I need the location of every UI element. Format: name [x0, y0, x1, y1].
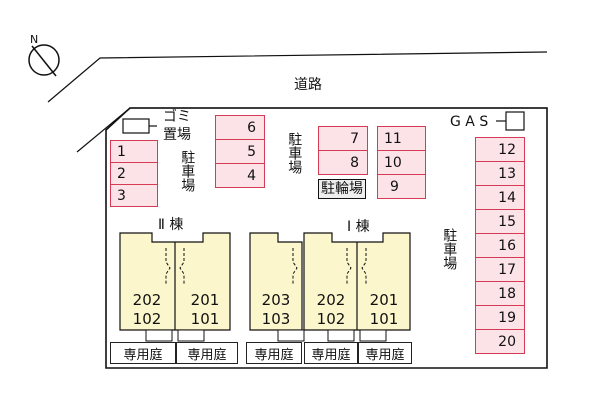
private-garden-5: 専用庭 [358, 342, 412, 364]
gas-label: G A S [450, 114, 489, 130]
private-garden-3: 専用庭 [246, 342, 302, 364]
building-2-label: Ⅱ 棟 [158, 217, 184, 233]
parking-label-center: 駐車場 [286, 132, 303, 174]
parking-slot-12: 12 [475, 137, 525, 162]
parking-slot-7: 7 [318, 126, 368, 151]
parking-slot-15: 15 [475, 209, 525, 234]
parking-slot-4: 4 [215, 163, 265, 188]
parking-slot-18: 18 [475, 281, 525, 306]
private-garden-4: 専用庭 [304, 342, 358, 364]
building-1-label: Ⅰ 棟 [347, 219, 370, 235]
garbage-box-icon [122, 118, 150, 134]
parking-slot-19: 19 [475, 305, 525, 330]
private-garden-2: 専用庭 [176, 342, 238, 364]
garbage-label-line1: ゴミ [163, 109, 191, 125]
parking-slot-11: 11 [377, 126, 426, 151]
porch-boxes [145, 329, 387, 342]
parking-label-right: 駐車場 [441, 228, 458, 270]
road-label: 道路 [294, 77, 322, 93]
parking-slot-8: 8 [318, 150, 368, 175]
parking-slot-13: 13 [475, 161, 525, 186]
compass-north-icon [28, 44, 60, 77]
road-edge-upper [47, 51, 548, 103]
garbage-label-line2: 置場 [163, 127, 191, 143]
private-garden-1: 専用庭 [110, 342, 176, 364]
parking-slot-14: 14 [475, 185, 525, 210]
parking-slot-6: 6 [215, 115, 265, 140]
parking-slot-9: 9 [377, 174, 426, 199]
parking-slot-5: 5 [215, 139, 265, 164]
parking-slot-17: 17 [475, 257, 525, 282]
parking-slot-20: 20 [475, 329, 525, 354]
gas-meter-icon [505, 111, 525, 131]
parking-slot-16: 16 [475, 233, 525, 258]
compass-label: N [30, 33, 39, 46]
building-2 [119, 232, 303, 331]
parking-label-left: 駐車場 [179, 150, 196, 192]
parking-slot-1: 1 [110, 140, 158, 163]
parking-slot-3: 3 [110, 184, 158, 207]
site-boundary [105, 107, 548, 369]
parking-slot-2: 2 [110, 162, 158, 185]
bicycle-parking-label: 駐輪場 [318, 179, 366, 199]
parking-slot-10: 10 [377, 150, 426, 175]
